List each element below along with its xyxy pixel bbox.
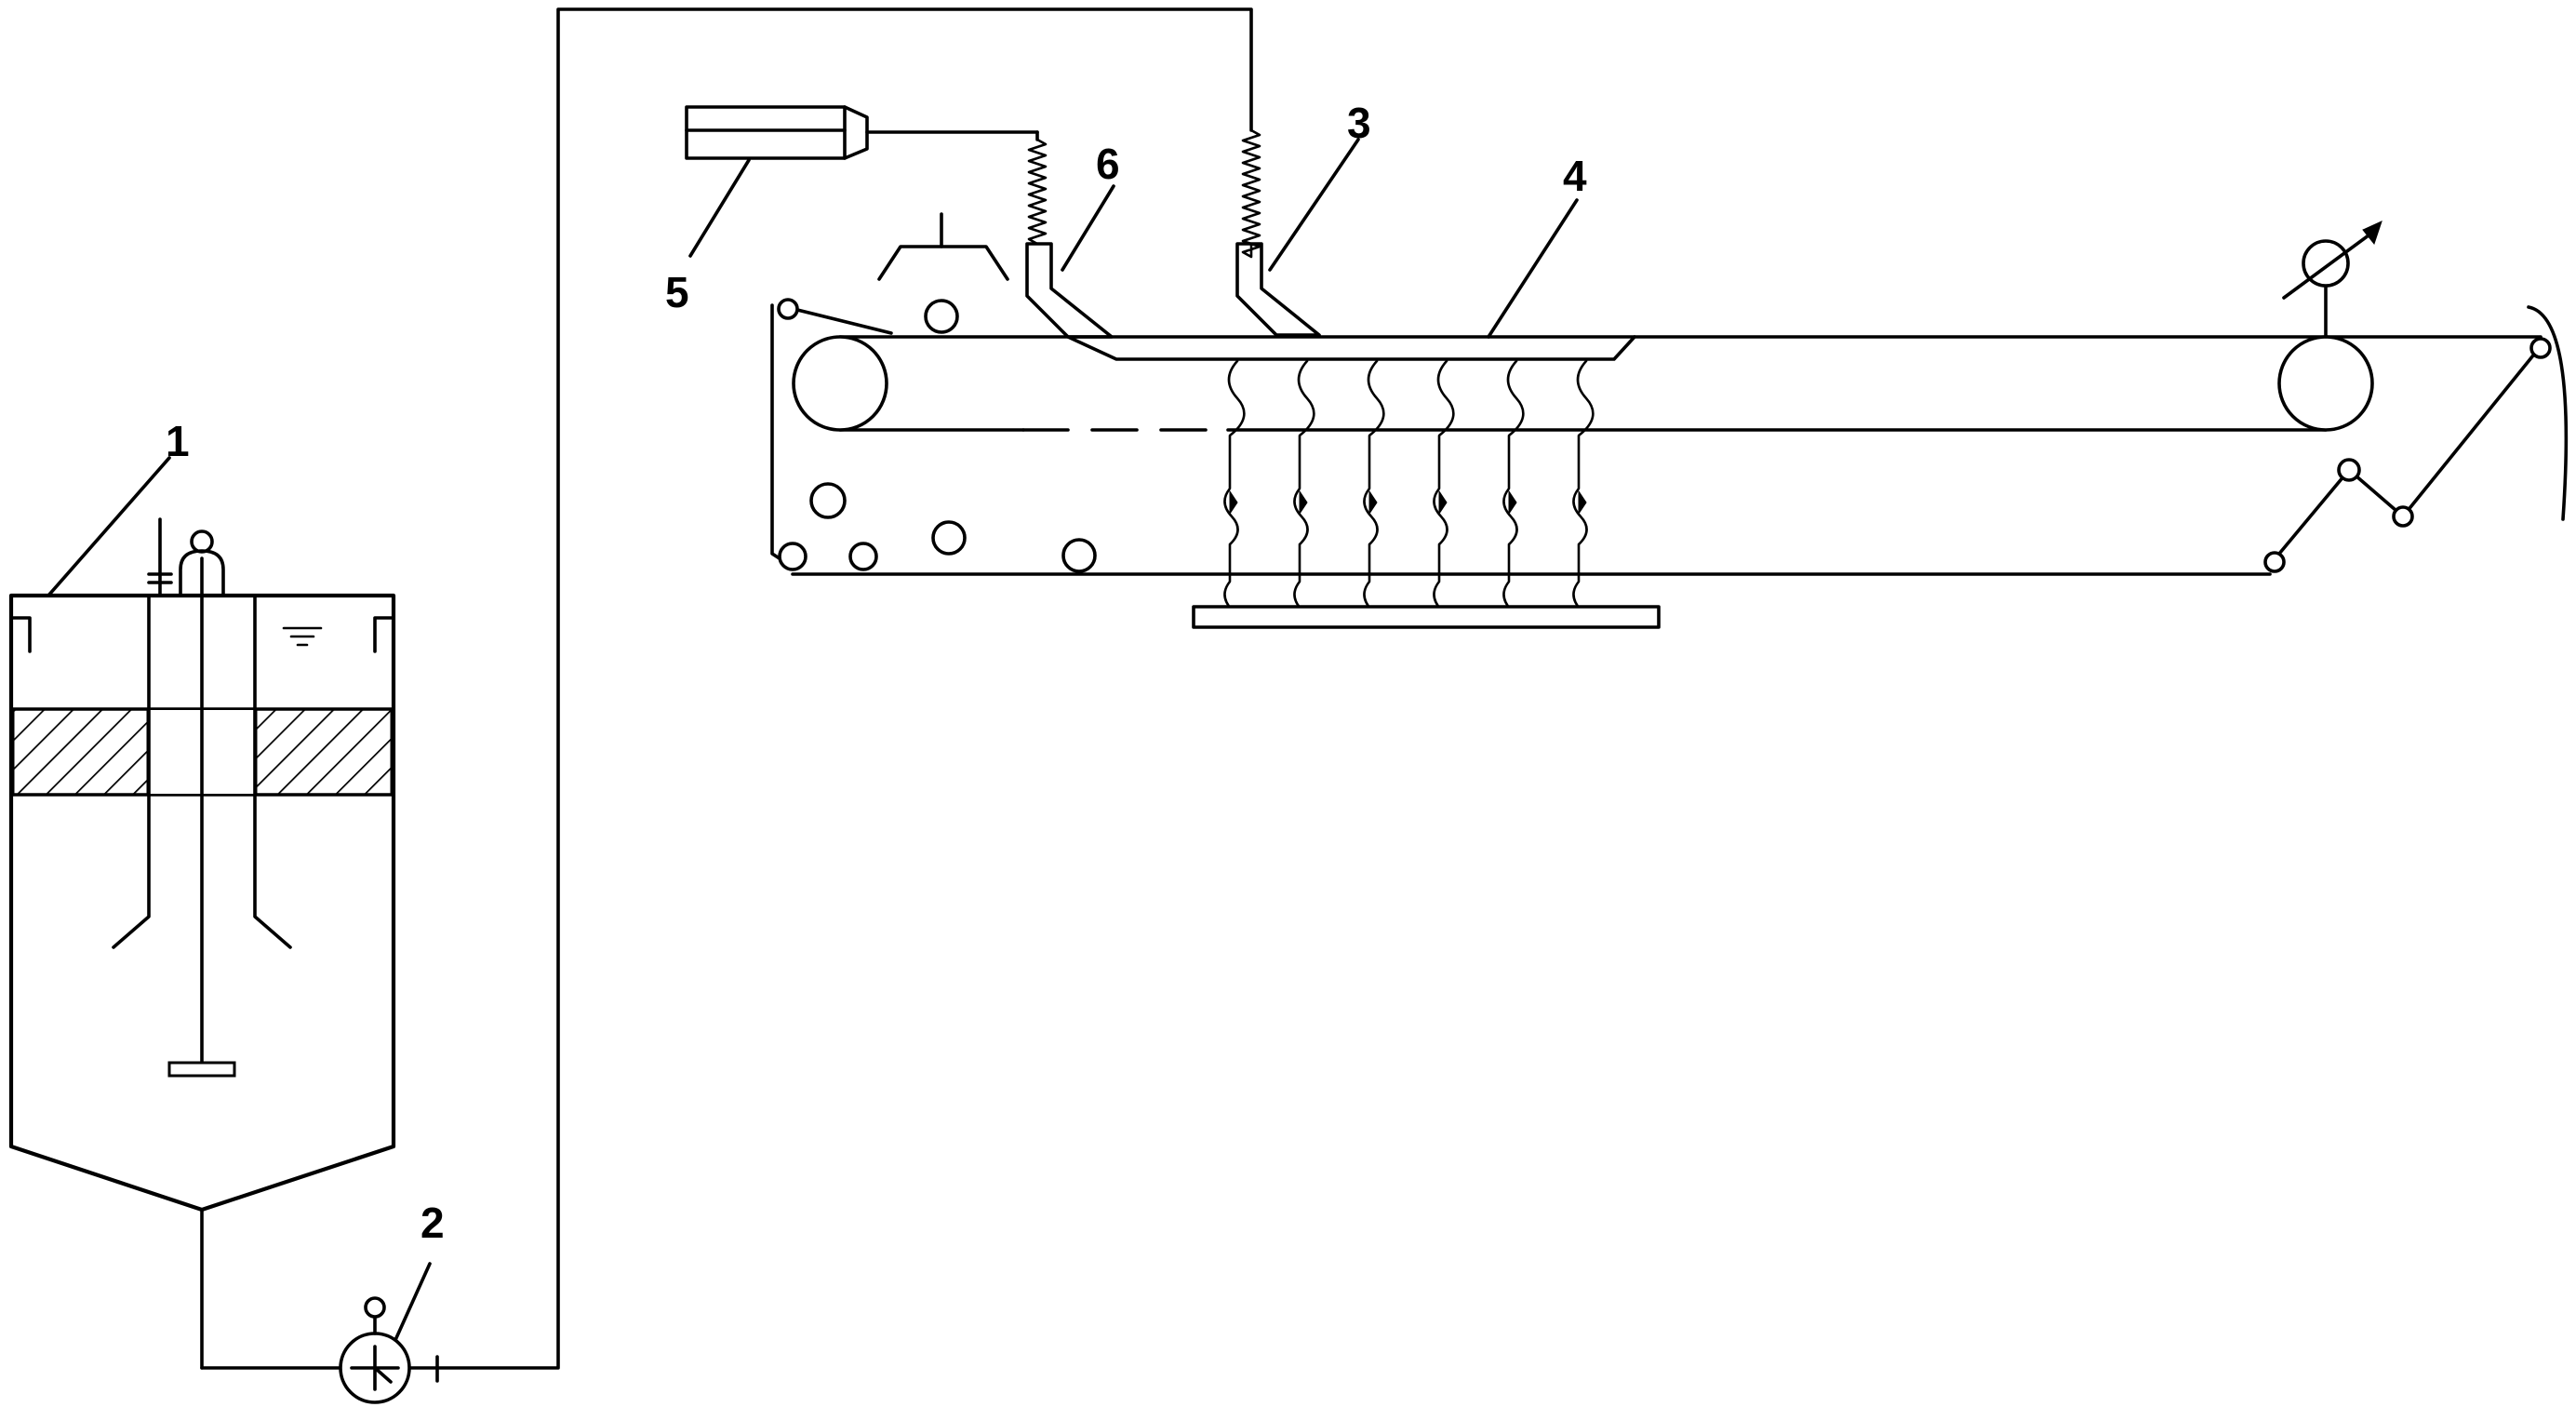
guide-roller-bottom-2	[809, 482, 847, 519]
chemical-tank-body	[685, 105, 847, 160]
right-overflow-weir	[373, 616, 394, 653]
label-1: 1	[166, 417, 190, 465]
hood-icon	[877, 212, 1009, 281]
filter-bed-left	[11, 707, 150, 797]
pump-motor-icon	[364, 1296, 386, 1319]
label-5: 5	[665, 268, 689, 316]
vacuum-line-1	[1223, 359, 1246, 611]
tail-roller	[2277, 335, 2374, 432]
chemical-tank	[685, 105, 1039, 160]
tank-body-outline	[8, 593, 396, 1213]
guide-roller-press	[924, 299, 959, 334]
vacuum-box-lines	[1223, 359, 1595, 611]
guide-roller-right-2	[2337, 458, 2361, 482]
vacuum-line-6	[1572, 359, 1595, 611]
label-6: 6	[1096, 140, 1120, 188]
left-feed-coil-hose	[1027, 138, 1048, 246]
label-3: 3	[1347, 99, 1371, 147]
center-well-right-wall	[253, 596, 292, 949]
left-overflow-weir	[11, 616, 32, 653]
guide-roller-right-3	[2392, 505, 2414, 528]
head-roller	[792, 335, 888, 432]
label-4-group: 4	[1487, 152, 1587, 339]
top-inlet-valve-icon	[147, 517, 173, 597]
guide-roller-bottom-3	[848, 542, 878, 571]
label-2-group: 2	[394, 1199, 445, 1342]
forming-belt	[770, 298, 2569, 576]
vacuum-line-4	[1433, 359, 1455, 611]
label-2: 2	[420, 1199, 445, 1247]
label-5-group: 5	[665, 158, 751, 316]
collection-tray	[1192, 605, 1661, 629]
vacuum-line-2	[1293, 359, 1315, 611]
label-1-group: 1	[47, 417, 190, 597]
agitator-motor-icon	[179, 529, 225, 597]
right-feed-coil-hose	[1241, 128, 1261, 259]
label-6-group: 6	[1061, 140, 1120, 272]
vacuum-line-3	[1363, 359, 1385, 611]
pump	[339, 1296, 411, 1404]
guide-roller-top-left	[777, 298, 799, 320]
guide-roller-end	[2529, 337, 2552, 359]
guide-roller-bottom-5	[1061, 538, 1097, 573]
guide-roller-bottom-1	[778, 542, 808, 571]
label-4: 4	[1563, 152, 1587, 200]
label-3-group: 3	[1268, 99, 1371, 272]
center-well-left-wall	[112, 596, 151, 949]
settling-tank	[8, 517, 396, 1370]
guide-roller-bottom-4	[931, 520, 967, 556]
pressure-gauge-icon	[2282, 221, 2382, 339]
feed-piping	[200, 7, 1253, 1383]
vacuum-line-5	[1502, 359, 1525, 611]
filter-bed-right	[254, 707, 394, 797]
right-feed-head	[1235, 242, 1321, 337]
end-guard	[2527, 305, 2569, 521]
water-level-icon	[282, 626, 323, 647]
guide-roller-right-1	[2263, 551, 2286, 573]
agitator-paddle	[167, 1061, 236, 1078]
